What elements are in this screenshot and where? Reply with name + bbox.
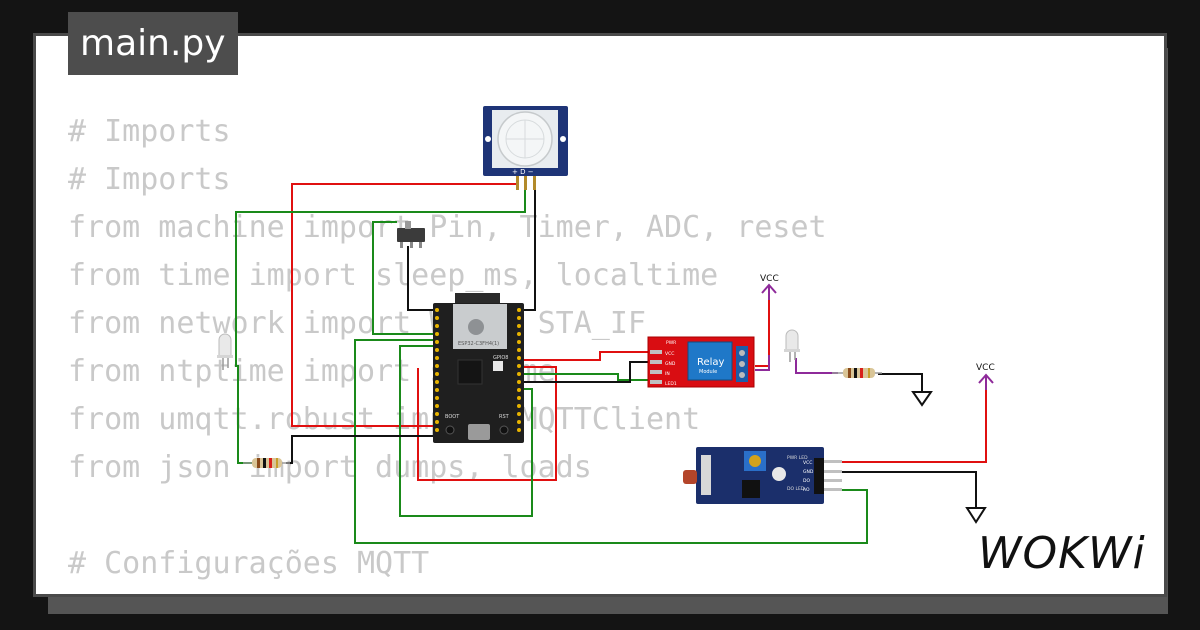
ldr-pin-do: DO [803, 478, 810, 484]
pir-motion-sensor[interactable]: + D − [483, 106, 568, 190]
relay-title: Relay [697, 357, 725, 368]
wire-resistor-gnd [286, 435, 437, 464]
code-line: from time import sleep_ms, localtime [68, 258, 719, 293]
code-line: # Configurações MQTT [68, 546, 430, 581]
ldr-pin-ao: AO [803, 487, 810, 493]
wire-led-gnd [878, 373, 923, 392]
wire-green-loop [399, 345, 533, 517]
pir-pin-labels: + D − [512, 168, 534, 176]
ldr-pwr-label: PWR LED [787, 455, 808, 461]
wire-ldr-gnd [842, 471, 977, 508]
wire-relay-gnd [519, 361, 648, 383]
ldr-do-label: DO LED [787, 486, 805, 492]
wire-ldr-vcc [842, 378, 987, 463]
wire-switch-gnd [407, 246, 437, 311]
esp32-chip-label: ESP32-C3FH4(1) [458, 341, 499, 347]
wire-red-loop [417, 366, 557, 481]
relay-pin-led: LED1 [665, 381, 677, 387]
wire-relay-no [755, 355, 770, 371]
code-background: # Imports # Imports from machine import Pi… [68, 108, 827, 594]
resistor-right[interactable] [832, 368, 882, 378]
ldr-pin-gnd: GND [803, 469, 814, 475]
ground-icon [911, 391, 933, 407]
code-line: from machine import Pin, Timer, ADC, res… [68, 210, 827, 245]
wires [235, 176, 987, 544]
ldr-pin-vcc: VCC [803, 460, 812, 466]
slide-switch[interactable] [397, 221, 425, 248]
wire-relay-in [519, 373, 648, 381]
vcc-label: VCC [760, 274, 779, 284]
vcc-symbol [978, 373, 994, 390]
esp32-boot-label: BOOT [445, 414, 460, 420]
led-left[interactable] [217, 333, 233, 370]
relay-subtitle: Module [699, 369, 717, 375]
relay-module[interactable]: PWR VCC GND IN LED1 Relay Module [647, 336, 755, 388]
relay-pin-in: IN [665, 371, 670, 377]
wire-pir-out [235, 176, 526, 464]
reset-button[interactable] [499, 425, 509, 435]
filename-tab[interactable]: main.py [68, 12, 238, 75]
wire-switch [372, 221, 437, 335]
potentiometer[interactable] [749, 455, 761, 467]
ldr-light-sensor-module[interactable]: PWR LED DO LED VCC GND DO AO [683, 447, 842, 504]
wire-led-resistor [795, 358, 838, 374]
photoresistor [683, 470, 697, 484]
wire-ldr-ao [354, 339, 868, 544]
wire-pir-gnd [519, 176, 536, 311]
boot-button[interactable] [445, 425, 455, 435]
relay-pwr-label: PWR [666, 340, 676, 346]
esp32-gpio-label: GPIO8 [493, 355, 508, 361]
resistor-left[interactable] [243, 458, 290, 468]
code-line: # Imports [68, 114, 231, 149]
relay-pin-gnd: GND [665, 361, 676, 367]
usb-port [468, 424, 490, 440]
vcc-label: VCC [976, 363, 995, 373]
wire-relay-vcc [519, 351, 648, 361]
vcc-symbol [761, 283, 777, 300]
ground-icon [965, 507, 987, 524]
led-right[interactable] [784, 329, 800, 362]
preview-card: # Imports # Imports from machine import Pi… [33, 33, 1167, 597]
esp32-rst-label: RST [499, 414, 510, 420]
wokwi-logo: WOKWi [978, 528, 1146, 579]
wire-relay-com-vcc [755, 290, 770, 367]
relay-pin-vcc: VCC [665, 351, 674, 357]
esp32-c3-board[interactable]: ESP32-C3FH4(1) GPIO8 BOOT RST [433, 293, 524, 443]
code-line: # Imports [68, 162, 231, 197]
